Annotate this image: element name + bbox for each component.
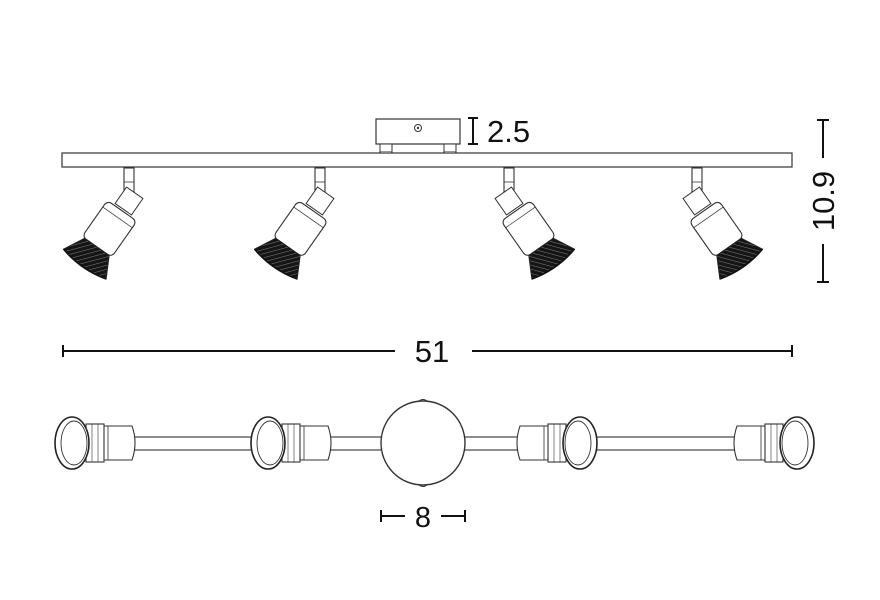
spotlight-3-side [481,167,578,283]
spotlight-4-side [669,167,766,283]
track-bar-side [61,152,793,168]
total-width-dimension: 51 [62,334,793,369]
top-view: 8 [54,399,815,534]
spotlight-2-top [250,416,332,470]
spotlight-2-side [251,167,348,283]
canopy-diameter-label: 8 [415,502,431,534]
canopy-height-label: 2.5 [487,114,530,149]
total-height-dimension: 10.9 [806,119,841,283]
spotlight-3-top [516,416,598,470]
canopy-round [380,399,466,487]
spotlight-1-top [54,416,136,470]
canopy-height-dimension: 2.5 [468,114,530,149]
canopy-diameter-dimension: 8 [380,502,466,534]
spotlight-1-side [60,167,157,283]
side-view: 2.5 10.9 [60,114,841,283]
spotlight-4-top [733,416,815,470]
total-height-label: 10.9 [806,171,841,231]
total-width-label: 51 [415,334,449,369]
